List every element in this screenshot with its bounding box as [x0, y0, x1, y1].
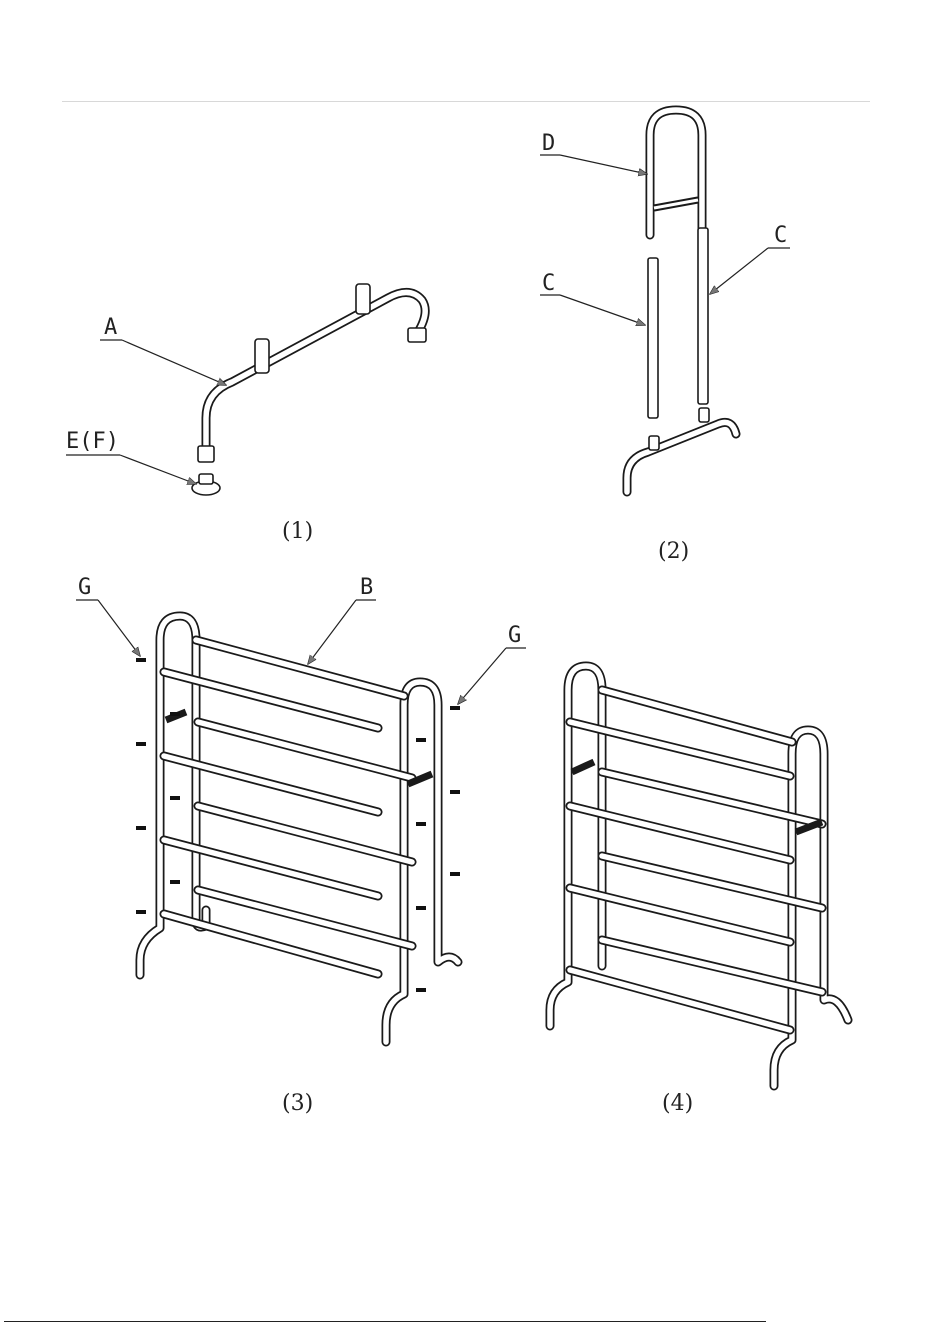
foot-cap-ef: [192, 474, 220, 495]
label-g-left: G: [78, 575, 91, 600]
rack-bars-fig4: [570, 690, 822, 1030]
caption-1: (1): [282, 519, 313, 544]
base-fig2: [627, 408, 736, 492]
post-c-right: [698, 228, 708, 404]
figure-3: G B G (3): [76, 575, 526, 1116]
label-g-right: G: [508, 623, 521, 648]
label-c-right: C: [774, 223, 787, 248]
leader-g-left: G: [76, 575, 140, 656]
leader-d: D: [540, 131, 647, 174]
top-frame-d: [650, 110, 702, 235]
figure-2: D C C (2): [540, 110, 790, 564]
figure-4: (4): [550, 666, 848, 1116]
label-a: A: [104, 315, 117, 340]
caption-4: (4): [662, 1091, 693, 1116]
leader-a: A: [100, 315, 226, 385]
rack-bars-fig3: [164, 640, 432, 974]
leader-c-right: C: [710, 223, 790, 294]
leader-ef: E(F): [66, 429, 196, 484]
caption-3: (3): [282, 1091, 313, 1116]
leader-g-right: G: [458, 623, 526, 704]
base-tube-a: [198, 284, 426, 462]
caption-2: (2): [658, 539, 689, 564]
figure-1: A E(F) (1): [66, 284, 426, 544]
footer-rule: [4, 1321, 766, 1322]
label-ef: E(F): [66, 429, 119, 454]
post-c-left: [648, 258, 658, 418]
label-b: B: [360, 575, 373, 600]
label-d: D: [542, 131, 555, 156]
leader-b: B: [308, 575, 376, 664]
leader-c-left: C: [540, 271, 645, 325]
label-c-left: C: [542, 271, 555, 296]
